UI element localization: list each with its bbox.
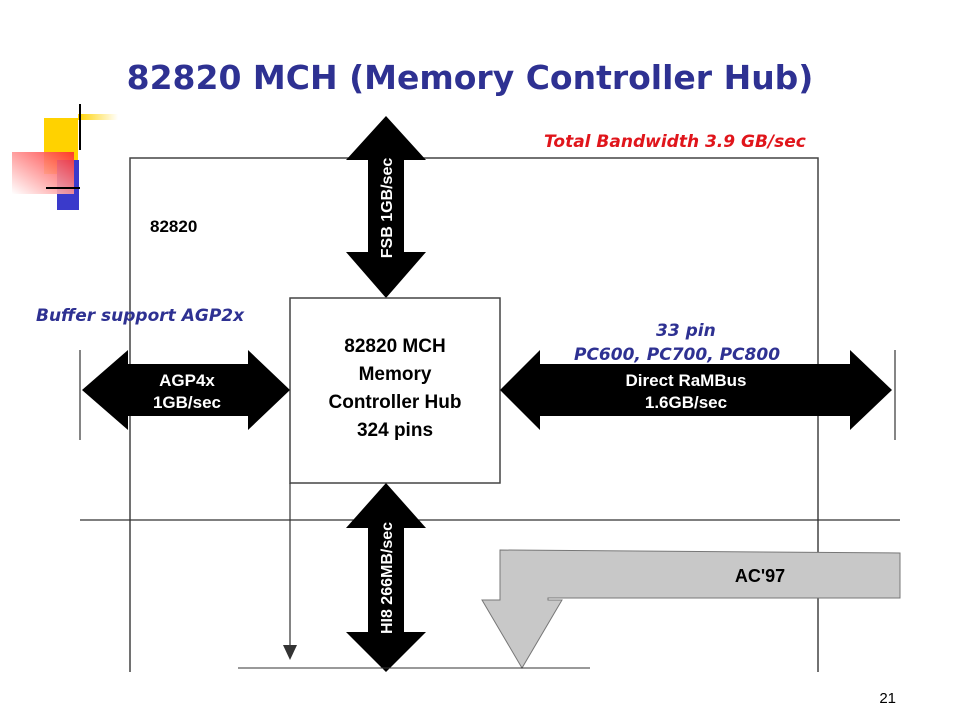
page-number: 21 [879,690,896,707]
mch-line1: 82820 MCH [344,336,445,357]
fsb-arrow-label: FSB 1GB/sec [379,158,396,259]
fsb-arrow [346,116,426,298]
mch-line2: Memory [359,364,432,385]
hub-arrow-label: HI8 266MB/sec [379,522,396,634]
ac97-label: AC'97 [735,566,785,586]
total-bandwidth-note: Total Bandwidth 3.9 GB/sec [544,132,806,152]
agp-arrow [82,350,290,430]
mch-box [289,297,501,484]
down-arrowhead [283,645,297,660]
pin-count-note: 33 pin [656,321,716,341]
rambus-arrow [500,350,892,430]
rambus-arrow-line1: Direct RaMBus [626,371,747,390]
pc-types-note: PC600, PC700, PC800 [574,345,781,365]
buffer-support-note: Buffer support AGP2x [36,306,245,326]
ac97-arrow [481,549,901,669]
slide-title: 82820 MCH (Memory Controller Hub) [126,58,814,97]
agp-arrow-line1: AGP4x [159,371,215,390]
hub-arrow [346,483,426,672]
mch-line3: Controller Hub [329,392,462,413]
agp-arrow-line2: 1GB/sec [153,393,221,412]
corner-logo-icon [12,104,118,210]
chip-label: 82820 [150,217,197,236]
mch-line4: 324 pins [357,420,433,441]
rambus-arrow-line2: 1.6GB/sec [645,393,727,412]
